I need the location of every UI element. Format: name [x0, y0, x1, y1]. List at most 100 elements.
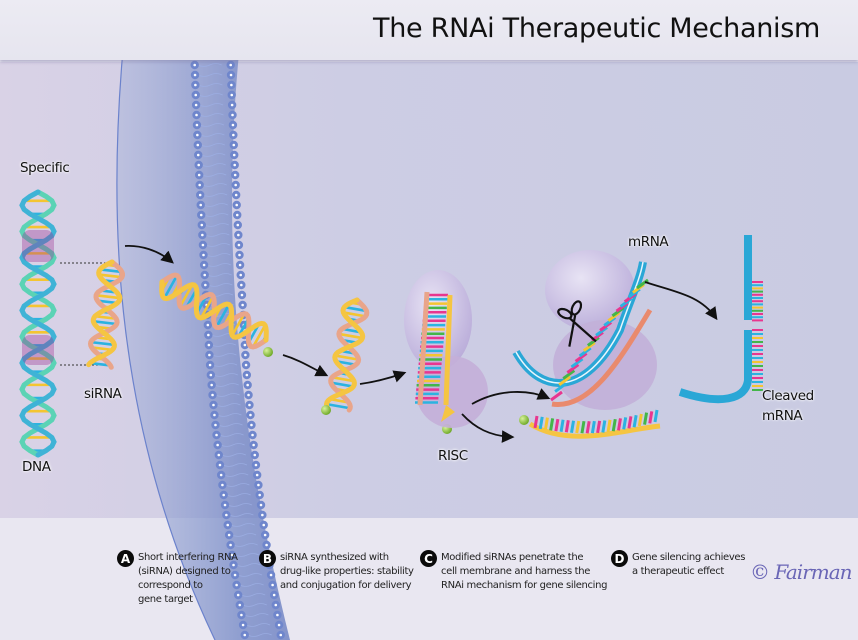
base-pair [643, 412, 649, 425]
base-pair [558, 375, 572, 387]
base-pair [574, 352, 588, 363]
backbone-strand [417, 291, 430, 406]
label-cleaved-mrna: mRNA [762, 408, 803, 424]
step-a: A Short interfering RNA (siRNA) designed… [117, 550, 238, 607]
lipid-bilayer [0, 0, 285, 640]
base-pair [543, 417, 549, 430]
base-pair [570, 420, 576, 433]
ligand-ball [263, 347, 273, 357]
base-pair [575, 420, 581, 434]
base-pair [601, 420, 607, 433]
arrow-to-passenger [461, 413, 515, 443]
sirna-helix-inside-cell [323, 297, 370, 413]
base-pair [566, 363, 580, 374]
base-pair [648, 411, 654, 424]
step-badge: D [611, 550, 628, 567]
base-pair [622, 417, 628, 430]
base-pair [215, 303, 231, 329]
guide-strand [551, 308, 653, 407]
label-sirna: siRNA [84, 386, 122, 402]
sirna-helix-designed [86, 259, 125, 370]
mrna-strand-bound [512, 261, 653, 407]
step-c: C Modified siRNAs penetrate the cell mem… [420, 550, 608, 593]
label-mrna: mRNA [628, 234, 669, 250]
backbone-strand [443, 294, 453, 406]
base-pair [549, 418, 555, 431]
page-title: The RNAi Therapeutic Mechanism [373, 13, 820, 44]
step-text: Modified siRNAs penetrate the cell membr… [441, 552, 608, 591]
step-text: siRNA synthesized with drug-like propert… [280, 552, 414, 591]
backbone-strand [323, 297, 366, 409]
base-pair [637, 413, 643, 427]
step-b: B siRNA synthesized with drug-like prope… [259, 550, 414, 593]
backbone-strand [86, 259, 123, 368]
base-pair [603, 316, 617, 327]
base-pair [582, 341, 596, 352]
arrow-to-cleavage [644, 281, 718, 321]
base-pair [93, 314, 118, 320]
cell-membrane-edge [116, 0, 216, 640]
base-pair [163, 274, 179, 300]
step-badge: B [259, 550, 276, 567]
backbone-strand [528, 421, 661, 439]
sirna-helix-penetrating [159, 272, 269, 350]
base-pair [230, 312, 246, 337]
released-passenger-strand [528, 409, 661, 439]
base-pair [98, 268, 124, 274]
base-pair [590, 420, 596, 434]
base-pair [342, 311, 367, 318]
base-pair [199, 295, 215, 320]
cleaved-mrna [678, 235, 763, 404]
caption-panel [0, 518, 858, 640]
base-pair [92, 320, 118, 326]
base-pair [343, 305, 368, 313]
ligand-ball [519, 415, 529, 425]
arrow-to-cytoplasm [282, 354, 329, 377]
base-pair [578, 346, 592, 358]
title-bar: The RNAi Therapeutic Mechanism [0, 0, 858, 60]
base-pair [580, 420, 586, 434]
mrna-fragment-lower [678, 330, 752, 404]
base-pair [554, 382, 567, 393]
base-pair [97, 273, 124, 279]
ligand-ball [321, 405, 331, 415]
step-d: D Gene silencing achieves a therapeutic … [611, 550, 746, 579]
arrow-to-risc [359, 370, 407, 385]
step-text: Gene silencing achieves a therapeutic ef… [632, 552, 746, 577]
label-specific: Specific [20, 160, 70, 176]
backbone-strand [87, 259, 125, 370]
step-badge: C [420, 550, 437, 567]
backbone-strand [328, 297, 370, 413]
base-pair [611, 418, 617, 432]
backbone-strand [159, 279, 269, 343]
base-pair [632, 414, 638, 428]
scissors-icon [557, 300, 597, 347]
base-pair [329, 381, 355, 388]
base-pair [653, 409, 659, 423]
base-pair [599, 321, 613, 332]
base-pair [333, 354, 360, 361]
base-pair [330, 375, 356, 383]
cell-membrane-band [116, 0, 290, 640]
base-pair [178, 283, 194, 308]
base-pair [559, 419, 565, 432]
step-badge: A [117, 550, 134, 567]
base-pair [564, 420, 570, 433]
base-pair [570, 357, 584, 369]
base-pair [550, 390, 563, 402]
base-pair [627, 416, 633, 429]
base-pair [586, 336, 600, 347]
label-risc: RISC [438, 448, 468, 464]
base-pair [94, 293, 122, 300]
base-pair [251, 324, 267, 349]
base-pair [616, 418, 622, 431]
base-pair [562, 369, 576, 380]
base-pair [90, 346, 114, 352]
base-pair [595, 326, 608, 337]
arrow-to-membrane [124, 245, 174, 264]
step-text: Short interfering RNA (siRNA) designed t… [138, 552, 238, 605]
label-cleaved: Cleaved [762, 388, 814, 404]
base-pair [585, 420, 591, 434]
